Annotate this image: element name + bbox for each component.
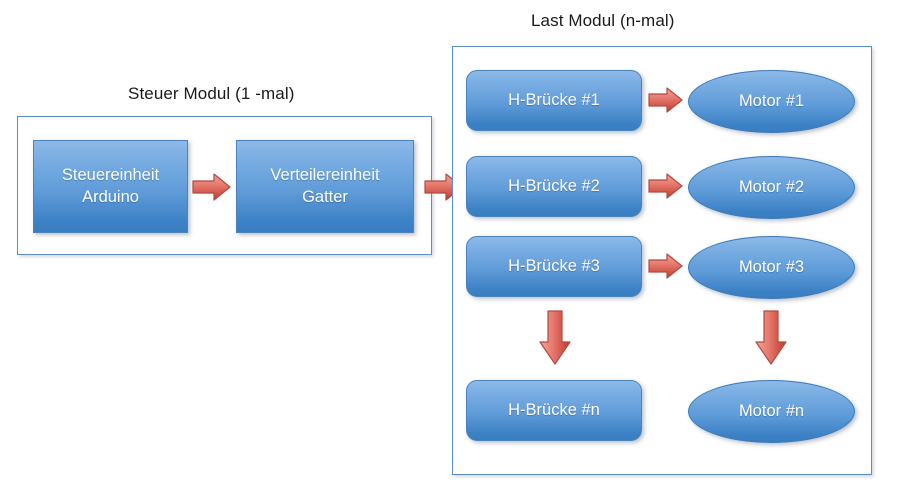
node-steuereinheit-line2: Arduino bbox=[82, 187, 139, 206]
last-modul-title: Last Modul (n-mal) bbox=[531, 11, 675, 30]
node-motor-2[interactable]: Motor #2 bbox=[688, 156, 855, 219]
node-steuereinheit-line1: Steuereinheit bbox=[61, 166, 160, 185]
node-steuereinheit-arduino[interactable]: Steuereinheit Arduino bbox=[33, 140, 188, 233]
node-h-bruecke-2[interactable]: H-Brücke #2 bbox=[466, 156, 642, 217]
node-h-bruecke-n[interactable]: H-Brücke #n bbox=[466, 380, 642, 441]
arrow-down-icon-motor-continuation bbox=[753, 310, 789, 366]
arrow-down-icon-bridge-continuation bbox=[537, 310, 573, 366]
node-motor-n-label: Motor #n bbox=[738, 401, 805, 420]
node-h-bruecke-1[interactable]: H-Brücke #1 bbox=[466, 70, 642, 131]
node-motor-1-label: Motor #1 bbox=[738, 91, 805, 110]
node-h-bruecke-2-label: H-Brücke #2 bbox=[508, 176, 600, 195]
node-h-bruecke-3[interactable]: H-Brücke #3 bbox=[466, 236, 642, 297]
node-motor-3[interactable]: Motor #3 bbox=[688, 236, 855, 299]
node-verteilereinheit-line2: Gatter bbox=[302, 187, 348, 206]
steuer-modul-title: Steuer Modul (1 -mal) bbox=[128, 84, 295, 103]
node-motor-1[interactable]: Motor #1 bbox=[688, 70, 855, 133]
arrow-right-icon-bridge-motor-3 bbox=[648, 252, 684, 280]
node-verteilereinheit-line1: Verteilereinheit bbox=[270, 166, 380, 185]
node-motor-n[interactable]: Motor #n bbox=[688, 380, 855, 443]
arrow-right-icon-bridge-motor-2 bbox=[648, 172, 684, 200]
node-motor-2-label: Motor #2 bbox=[738, 177, 805, 196]
node-h-bruecke-3-label: H-Brücke #3 bbox=[508, 256, 600, 275]
node-h-bruecke-n-label: H-Brücke #n bbox=[508, 400, 600, 419]
node-motor-3-label: Motor #3 bbox=[738, 257, 805, 276]
node-h-bruecke-1-label: H-Brücke #1 bbox=[508, 90, 600, 109]
arrow-right-icon-bridge-motor-1 bbox=[648, 86, 684, 114]
node-verteilereinheit-gatter[interactable]: Verteilereinheit Gatter bbox=[236, 140, 414, 233]
arrow-right-icon-steuer-internal bbox=[192, 172, 232, 202]
